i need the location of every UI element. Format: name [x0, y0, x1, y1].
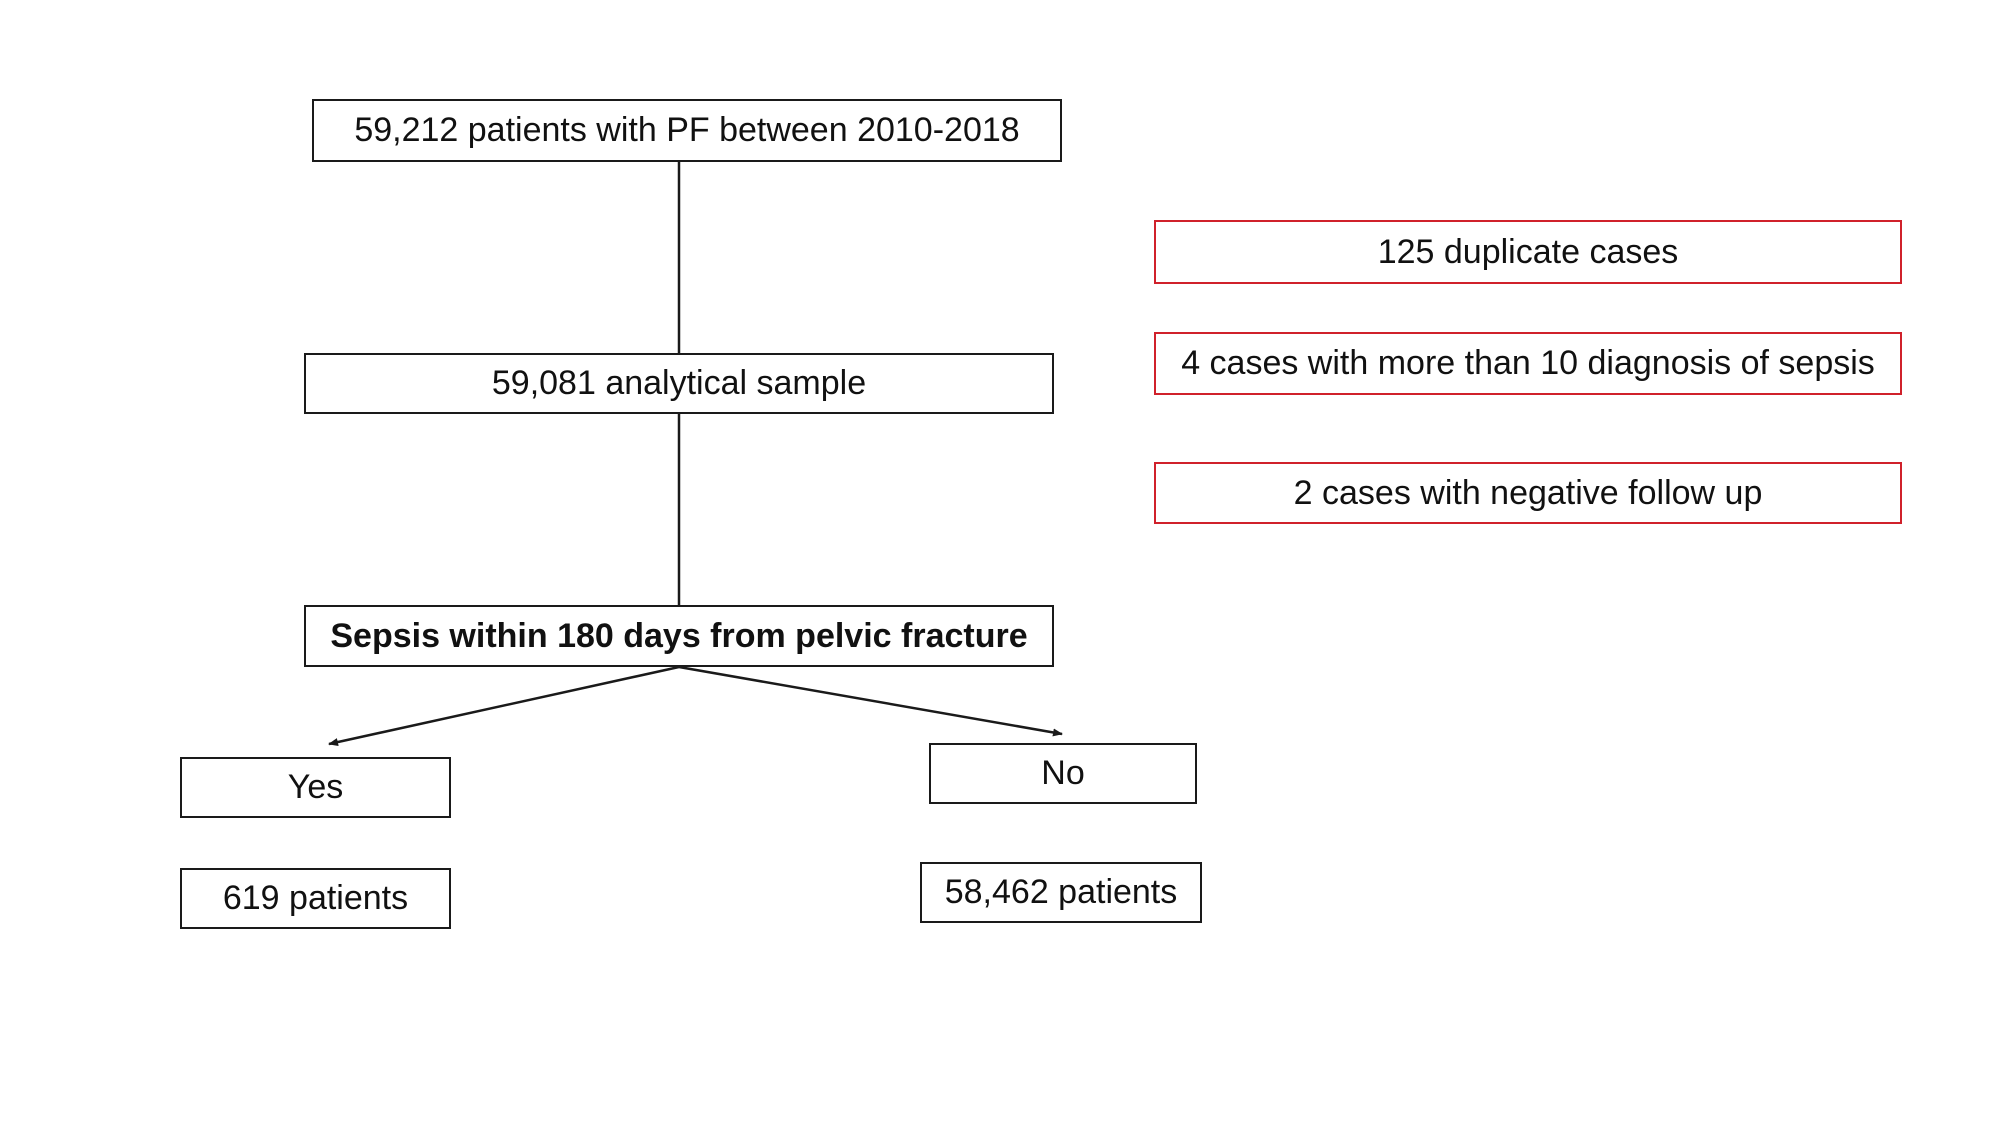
exclusion-box-multiple-sepsis: 4 cases with more than 10 diagnosis of s… [1154, 332, 1902, 395]
outcome-label: Sepsis within 180 days from pelvic fract… [330, 616, 1028, 655]
analytical-sample-label: 59,081 analytical sample [491, 364, 867, 402]
exclusion-box-duplicates: 125 duplicate cases [1154, 220, 1902, 284]
start-label: 59,212 patients with PF between 2010-201… [354, 111, 1020, 149]
arrow-outcome-to-no [678, 665, 1063, 737]
exclusion-label: 2 cases with negative follow up [1293, 473, 1763, 512]
no-label: No [1041, 754, 1085, 792]
exclusion-label: 4 cases with more than 10 diagnosis of s… [1181, 344, 1875, 382]
start-box: 59,212 patients with PF between 2010-201… [312, 99, 1062, 162]
arrow-outcome-to-yes [328, 665, 680, 746]
yes-count-label: 619 patients [222, 879, 409, 917]
no-count-box: 58,462 patients [920, 862, 1202, 923]
exclusion-box-negative-follow-up: 2 cases with negative follow up [1154, 462, 1902, 524]
no-count-label: 58,462 patients [944, 873, 1178, 911]
analytical-sample-box: 59,081 analytical sample [304, 353, 1054, 414]
yes-count-box: 619 patients [180, 868, 451, 929]
yes-label: Yes [287, 768, 344, 806]
outcome-box: Sepsis within 180 days from pelvic fract… [304, 605, 1054, 667]
exclusion-label: 125 duplicate cases [1377, 232, 1679, 271]
yes-box: Yes [180, 757, 451, 818]
no-box: No [929, 743, 1197, 804]
